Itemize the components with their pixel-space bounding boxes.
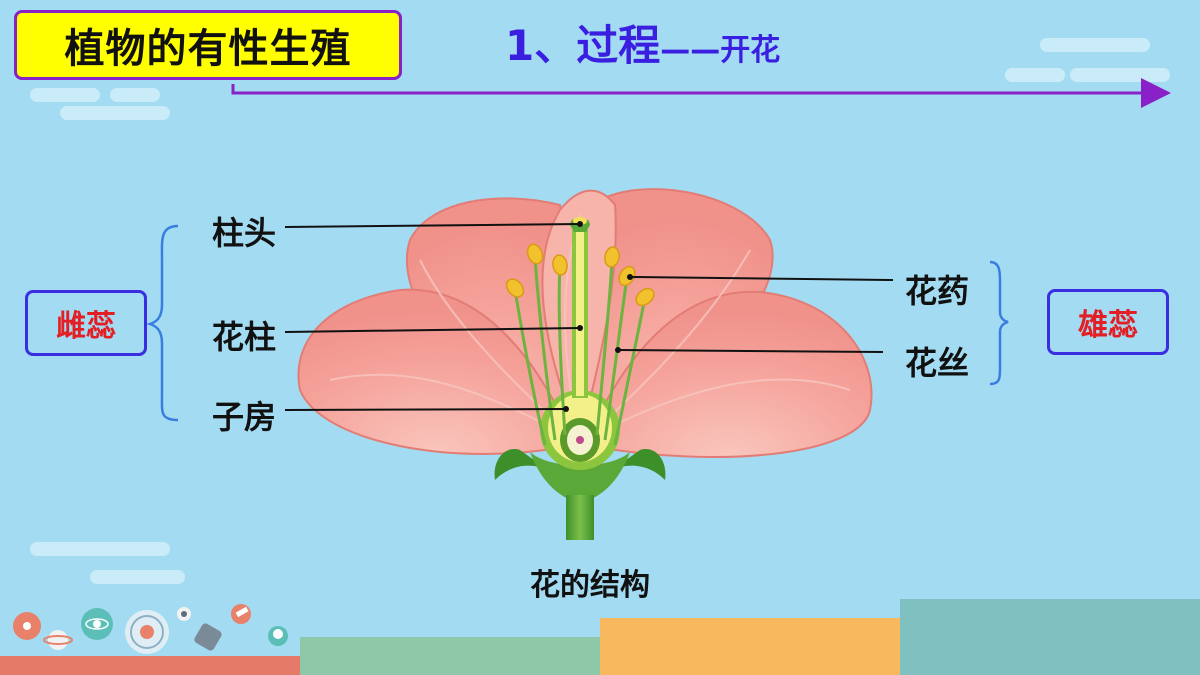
flower-illustration bbox=[297, 188, 873, 540]
astronaut-icon bbox=[268, 626, 288, 646]
leader-lines bbox=[284, 223, 894, 411]
pistil-brace bbox=[146, 224, 179, 422]
label-filament: 花丝 bbox=[905, 344, 970, 382]
orbit-icon bbox=[125, 610, 169, 654]
robot-icon bbox=[194, 623, 222, 651]
footer-blocks bbox=[0, 599, 1200, 675]
pistil-group-box: 雌蕊 bbox=[25, 290, 147, 356]
heading-arrow bbox=[231, 78, 1171, 108]
diagram-caption: 花的结构 bbox=[530, 568, 650, 603]
atom-icon bbox=[13, 612, 41, 640]
label-ovary: 子房 bbox=[212, 398, 277, 436]
cloud-decoration bbox=[30, 38, 1170, 584]
slide-title: 植物的有性生殖 bbox=[64, 26, 352, 72]
heading-dash: —— bbox=[660, 33, 721, 68]
heading-main: 1、过程 bbox=[505, 21, 661, 70]
label-anther: 花药 bbox=[905, 272, 970, 310]
stamen-group-box: 雄蕊 bbox=[1047, 289, 1169, 355]
rocket-icon bbox=[177, 607, 191, 621]
satellite-icon bbox=[81, 608, 113, 640]
stamen-label: 雄蕊 bbox=[1078, 308, 1138, 343]
section-heading: 1、过程 —— 开花 bbox=[505, 12, 780, 72]
pistil-label: 雌蕊 bbox=[56, 309, 116, 344]
label-stigma: 柱头 bbox=[212, 214, 277, 252]
planet-icon bbox=[43, 630, 73, 650]
stamen-brace bbox=[989, 260, 1009, 386]
label-style: 花柱 bbox=[212, 318, 277, 356]
title-box: 植物的有性生殖 bbox=[14, 10, 402, 80]
telescope-icon bbox=[231, 604, 251, 624]
heading-sub: 开花 bbox=[720, 33, 781, 68]
